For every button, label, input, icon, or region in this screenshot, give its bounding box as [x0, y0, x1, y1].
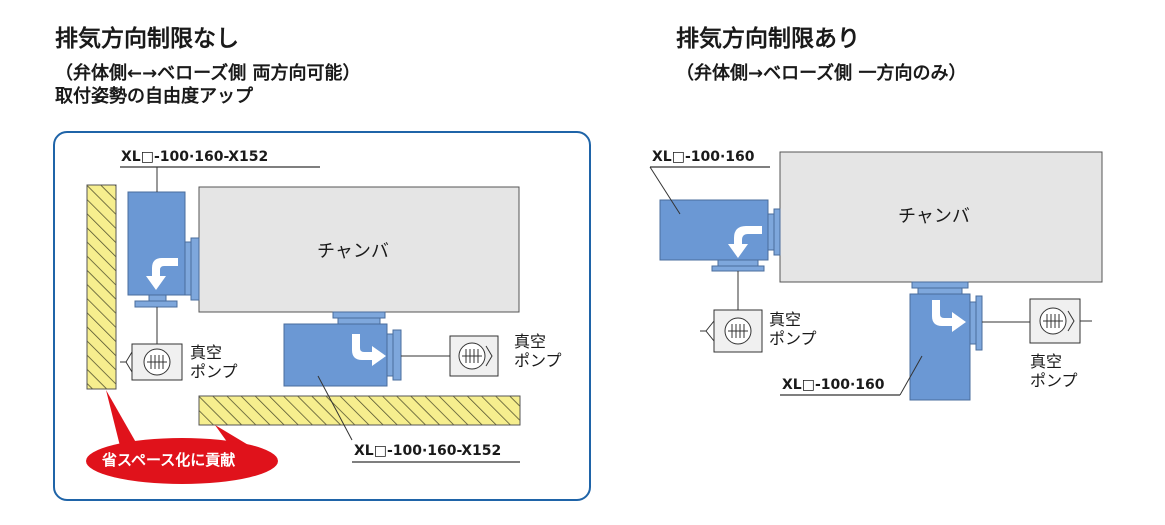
- left-pump-2-line1: 真空: [514, 332, 547, 351]
- left-subtitle-2: 取付姿勢の自由度アップ: [55, 86, 253, 107]
- left-pump-2-line2: ポンプ: [514, 351, 562, 371]
- left-valve-top-flange-bottom: [134, 300, 178, 308]
- right-pump-1-label: 真空 ポンプ: [769, 310, 817, 348]
- badge-ellipse: [86, 438, 278, 484]
- right-pump-2-line1: 真空: [1030, 352, 1063, 371]
- left-valve-bottom-flange-right: [386, 333, 394, 377]
- left-valve-top-label: XL□-100·160-X152: [121, 149, 269, 165]
- left-valve-bottom-label: XL□-100·160-X152: [354, 443, 502, 459]
- left-pump-2-label: 真空 ポンプ: [514, 332, 562, 370]
- left-valve-top-flange-side: [184, 241, 192, 296]
- left-pump-1-line2: ポンプ: [190, 362, 238, 382]
- right-valve-top-flange-side: [767, 213, 775, 251]
- left-chamber: [198, 186, 520, 313]
- right-pump-1-line1: 真空: [769, 310, 802, 329]
- left-valve-bottom-flange-top-2: [337, 317, 381, 325]
- badge-pointer-right: [215, 425, 250, 446]
- right-chamber-label: チャンバ: [898, 206, 970, 227]
- right-title: 排気方向制限あり: [676, 26, 860, 52]
- left-valve-top-flange-side-2: [190, 237, 200, 301]
- right-valve-bottom-label: XL□-100·160: [782, 377, 885, 393]
- wall-horizontal: [198, 395, 521, 426]
- left-pump-1-line1: 真空: [190, 343, 223, 362]
- right-valve-top-label: XL□-100·160: [652, 149, 755, 165]
- badge-pointer-left: [106, 390, 138, 446]
- space-saving-badge: 省スペース化に貢献: [102, 451, 236, 469]
- right-valve-bottom-flange-top: [911, 281, 969, 289]
- right-valve-top-flange-side-2: [773, 208, 781, 256]
- right-pump-1-line2: ポンプ: [769, 329, 817, 349]
- left-valve-bottom-arrow-icon: [352, 334, 386, 366]
- left-valve-bottom-flange-top: [332, 311, 386, 319]
- wall-vertical: [86, 184, 117, 390]
- right-valve-top-arrow-icon: [728, 226, 762, 258]
- right-valve-bottom-flange-right: [969, 301, 977, 345]
- right-subtitle: （弁体側→ベローズ側 一方向のみ）: [676, 63, 967, 84]
- right-valve-top-flange-bottom-2: [711, 265, 765, 272]
- left-title: 排気方向制限なし: [55, 26, 239, 52]
- right-valve-bottom-flange-right-2: [975, 295, 983, 351]
- left-pump-1-label: 真空 ポンプ: [190, 343, 238, 381]
- right-valve-bottom-arrow-icon: [932, 300, 966, 332]
- left-valve-top-arrow-icon: [146, 258, 178, 290]
- left-valve-bottom-flange-right-2: [392, 329, 402, 381]
- left-subtitle: （弁体側←→ベローズ側 両方向可能）: [55, 63, 361, 84]
- right-pump-2-line2: ポンプ: [1030, 371, 1078, 391]
- left-valve-top-neck: [148, 294, 167, 302]
- right-pump-2-label: 真空 ポンプ: [1030, 352, 1078, 390]
- right-valve-top-flange-bottom: [717, 259, 759, 267]
- right-chamber: [779, 151, 1103, 283]
- right-valve-bottom-flange-top-2: [917, 287, 963, 295]
- left-chamber-label: チャンバ: [317, 241, 389, 262]
